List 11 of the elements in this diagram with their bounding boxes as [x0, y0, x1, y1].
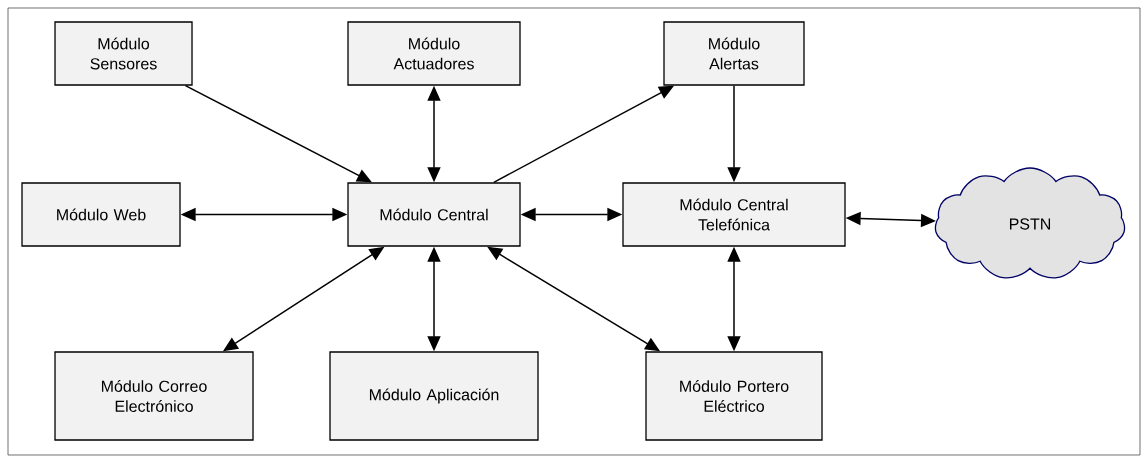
- module-box: Módulo Correo Electrónico: [54, 351, 254, 441]
- module-box: Módulo Web: [21, 182, 181, 247]
- module-box: Módulo Aplicación: [329, 351, 539, 441]
- module-box: Módulo Central Telefónica: [622, 182, 846, 247]
- arrow: [184, 84, 372, 183]
- cloud: PSTN: [934, 167, 1126, 279]
- module-box: Módulo Sensores: [54, 21, 193, 86]
- module-box: Módulo Actuadores: [347, 21, 521, 86]
- module-box: Módulo Portero Eléctrico: [645, 351, 823, 441]
- module-box: Módulo Alertas: [663, 21, 805, 86]
- module-box: Módulo Central: [347, 182, 521, 247]
